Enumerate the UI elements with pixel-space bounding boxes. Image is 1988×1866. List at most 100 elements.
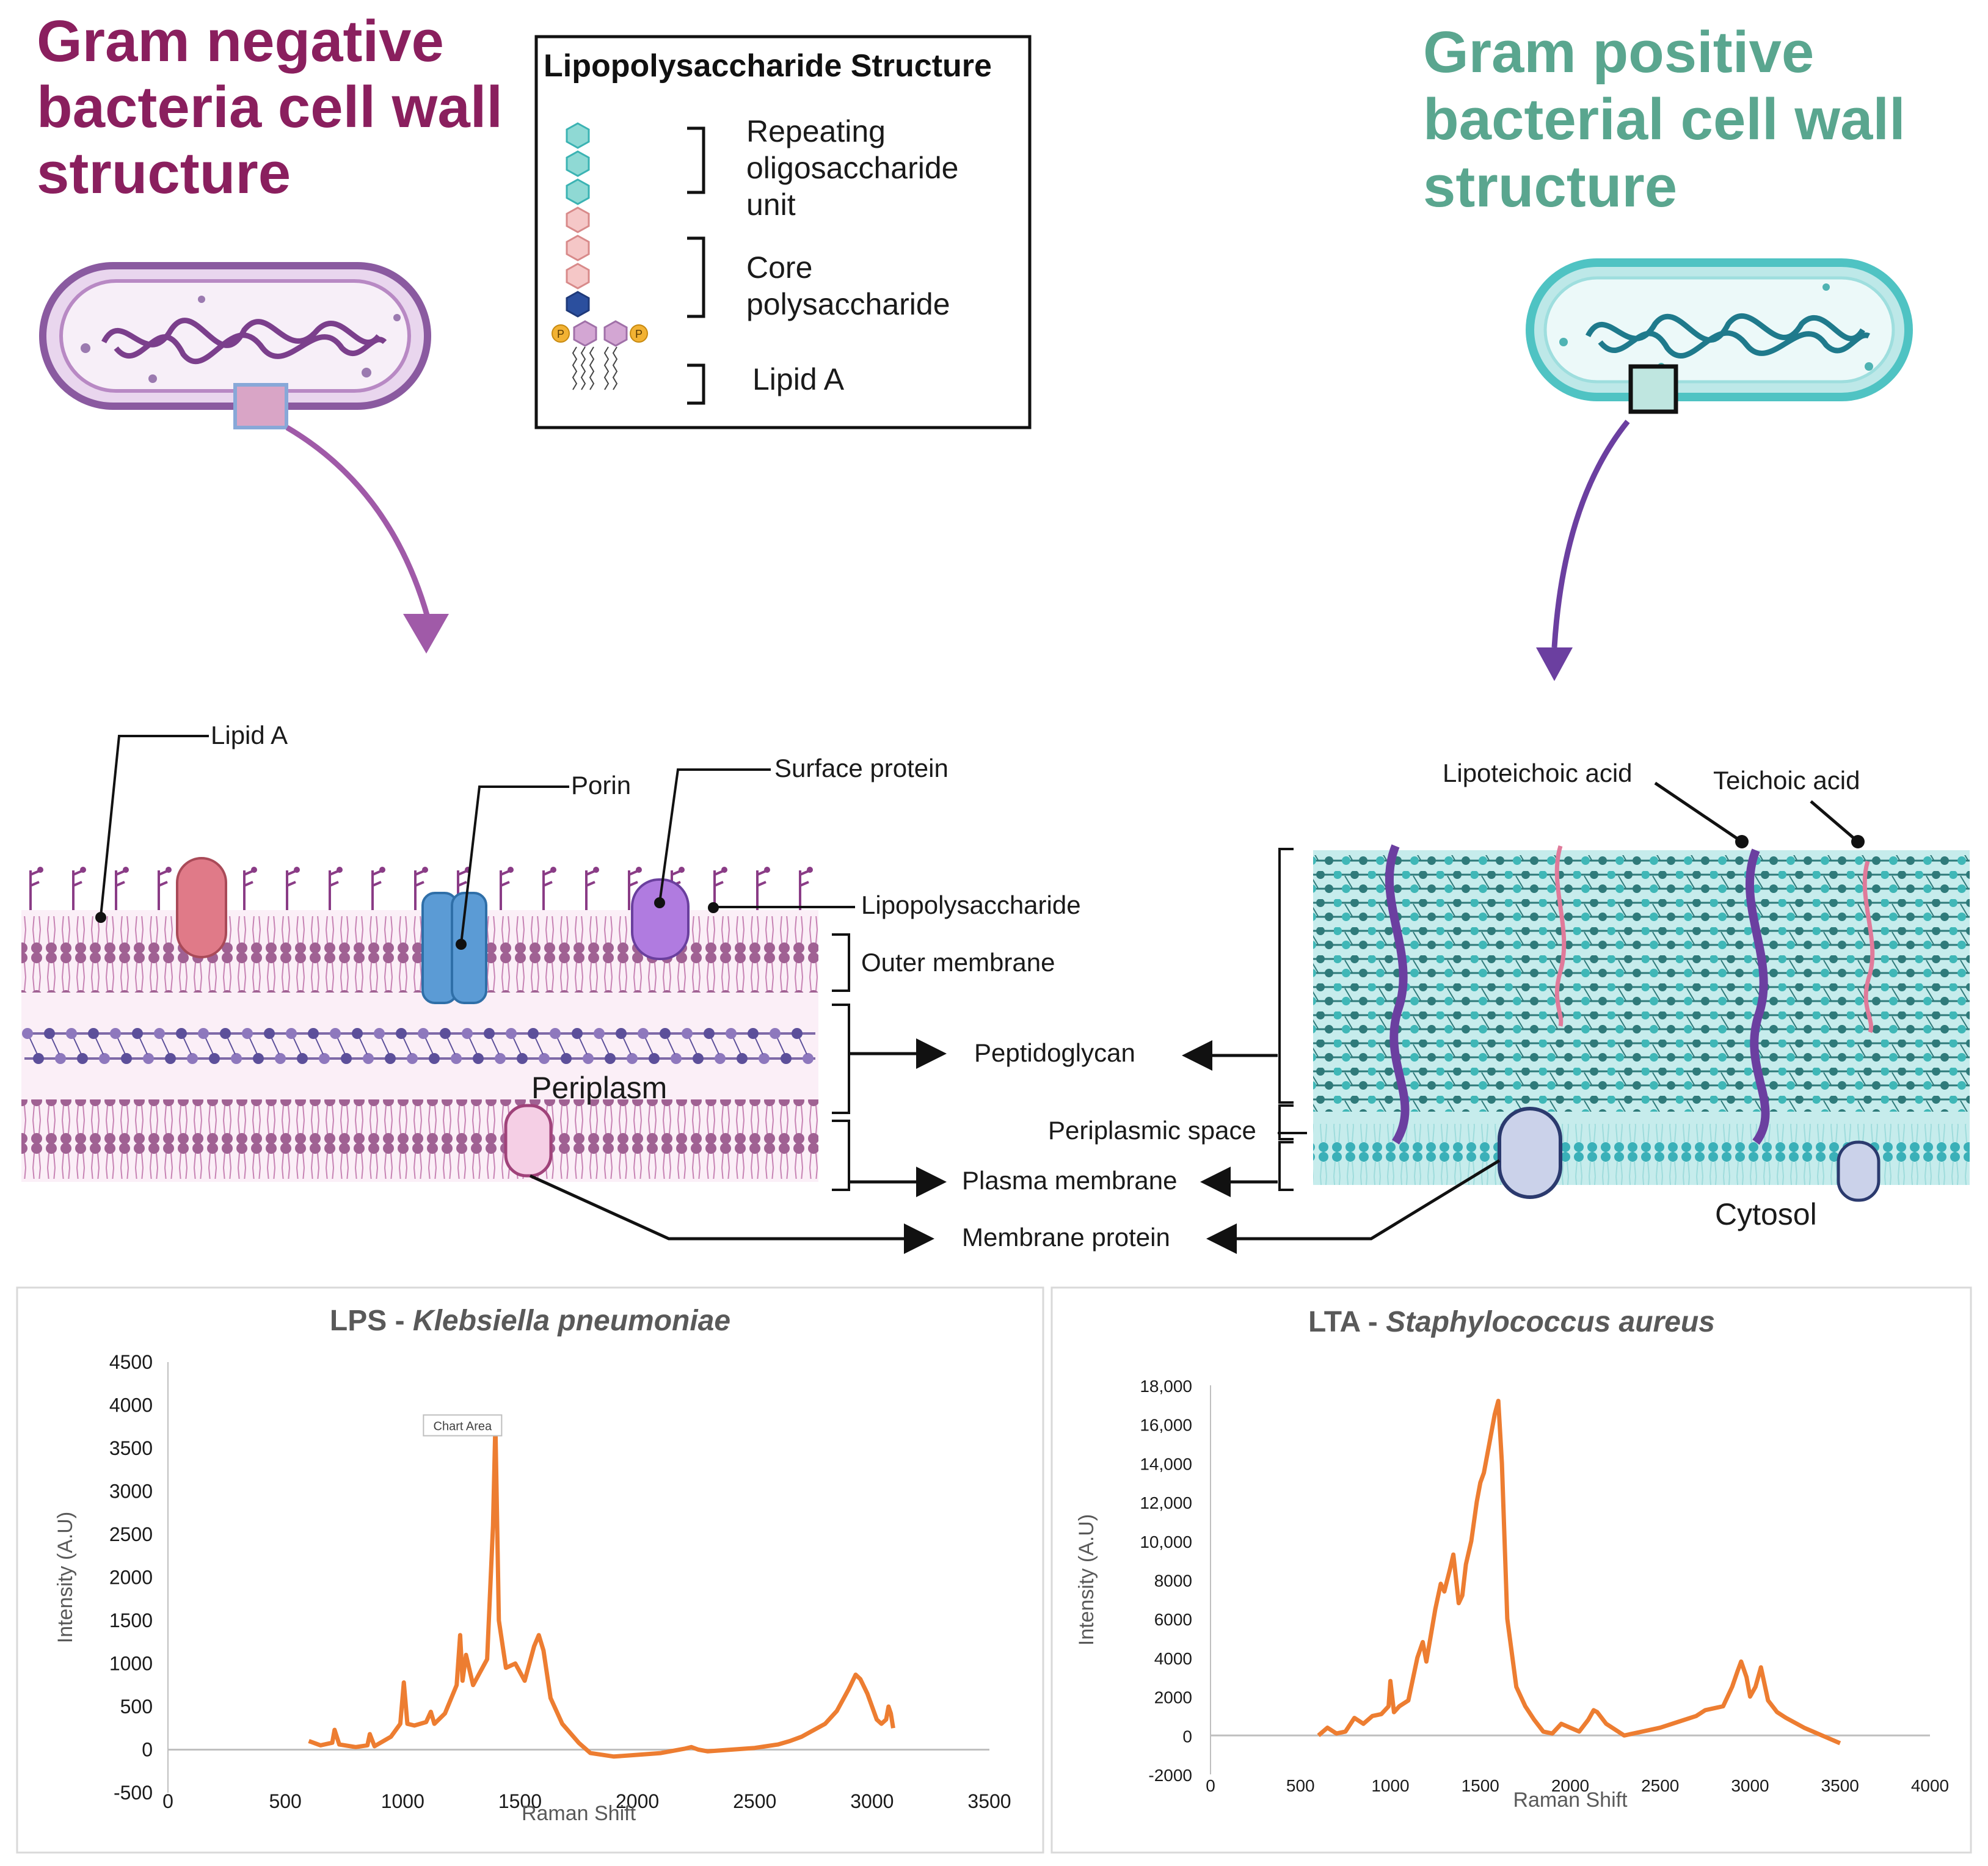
y-tick-label: 500 [120, 1696, 153, 1718]
lps-chart-frame [16, 1286, 1044, 1854]
y-tick-label: 16,000 [1140, 1416, 1192, 1435]
pg-bead [737, 1053, 748, 1064]
lta-chart-frame [1050, 1286, 1972, 1854]
pg-bead [22, 1028, 33, 1039]
pg-bead [594, 1028, 605, 1039]
spectrum-line [1317, 1399, 1841, 1746]
pg-bead [187, 1053, 198, 1064]
bracket-plasma-neg [832, 1120, 850, 1191]
x-tick-label: 1500 [1462, 1776, 1499, 1795]
gram-positive-title-line-2: bacterial cell wall [1423, 87, 1906, 152]
x-tick-label: 3500 [967, 1790, 1011, 1812]
y-tick-label: 3500 [109, 1437, 153, 1459]
repeating-line-3: unit [746, 188, 796, 222]
bracket-peptidoglycan-pos [1278, 848, 1294, 1104]
pg-bead [704, 1028, 715, 1039]
pg-crosslink [139, 1038, 148, 1055]
chart-area-tooltip-text: Chart Area [434, 1420, 492, 1434]
pg-bead [539, 1053, 550, 1064]
y-axis-title: Intensity (A.U) [54, 1512, 77, 1643]
label-porin: Porin [571, 771, 631, 800]
y-tick-label: 2000 [1154, 1688, 1192, 1707]
lps-stick-end [37, 867, 43, 873]
gram-negative-cell-icon [39, 262, 431, 429]
bracket-plasma-pos [1278, 1141, 1294, 1191]
label-lipoteichoic-acid: Lipoteichoic acid [1443, 759, 1633, 787]
bracket-outer-membrane [832, 933, 850, 992]
pg-bead [726, 1028, 737, 1039]
pg-bead [638, 1028, 649, 1039]
pg-crosslink [711, 1038, 719, 1055]
pg-bead [231, 1053, 242, 1064]
lps-stick [542, 870, 553, 910]
gram-positive-cell-icon [1526, 258, 1913, 414]
gram-negative-peptidoglycan [22, 1028, 814, 1064]
pg-crosslink [359, 1038, 368, 1055]
x-tick-label: 1000 [381, 1790, 424, 1812]
leader-lipid-a [100, 735, 209, 917]
pg-bead [418, 1028, 429, 1039]
pg-bead [517, 1053, 528, 1064]
lps-stick-end [337, 867, 343, 873]
pg-crosslink [73, 1038, 82, 1055]
cytosol-protein [1837, 1140, 1881, 1202]
lps-box-title: Lipopolysaccharide Structure [544, 48, 992, 84]
pg-bead [484, 1028, 495, 1039]
repeating-line-2: oligosaccharide [746, 151, 958, 185]
gram-positive-title-line-3: structure [1423, 154, 1677, 219]
label-outer-membrane: Outer membrane [861, 948, 1055, 977]
y-tick-label: 0 [142, 1739, 153, 1761]
pg-bead [374, 1028, 385, 1039]
leader-lipid-a-dot [95, 912, 106, 923]
lps-stick-end [422, 867, 428, 873]
lta-chart-title-prefix: LTA - [1308, 1306, 1386, 1338]
core-line-2: polysaccharide [746, 287, 950, 321]
pg-bead [363, 1053, 374, 1064]
x-tick-label: 3500 [1821, 1776, 1859, 1795]
lps-stick [628, 870, 638, 910]
lps-structure-box: Lipopolysaccharide Structure P P Repeati… [534, 35, 1032, 429]
lps-stick [72, 870, 82, 910]
label-cytosol: Cytosol [1715, 1197, 1817, 1231]
pg-bead [506, 1028, 517, 1039]
x-tick-label: 2500 [733, 1790, 776, 1812]
lipoteichoic-acid-left [1385, 844, 1410, 1145]
pg-bead [385, 1053, 396, 1064]
repeating-line-1: Repeating [746, 114, 886, 148]
pg-crosslink [161, 1038, 170, 1055]
y-tick-label: -2000 [1148, 1766, 1192, 1785]
leader-teichoic [1810, 800, 1859, 843]
pg-crosslink [623, 1038, 632, 1055]
pg-bead [759, 1053, 770, 1064]
pg-crosslink [777, 1038, 785, 1055]
pg-bead [561, 1053, 572, 1064]
y-tick-label: 1500 [109, 1609, 153, 1631]
lps-stick-end [123, 867, 129, 873]
lps-stick-end [764, 867, 770, 873]
x-tick-label: 3000 [850, 1790, 894, 1812]
pg-bead [99, 1053, 110, 1064]
pg-crosslink [425, 1038, 434, 1055]
leader-surface-protein-dot [654, 897, 665, 908]
pg-bead [396, 1028, 407, 1039]
lps-stick [414, 870, 424, 910]
pg-crosslink [51, 1038, 60, 1055]
y-tick-label: 3000 [109, 1481, 153, 1503]
pg-bead [154, 1028, 165, 1039]
pg-crosslink [381, 1038, 390, 1055]
membrane-protein-pos [1498, 1107, 1562, 1199]
lps-stick-end [294, 867, 300, 873]
phosphate-left-label: P [557, 328, 564, 340]
pg-bead [110, 1028, 121, 1039]
lps-stick [585, 870, 595, 910]
x-tick-label: 2000 [1551, 1776, 1589, 1795]
surface-protein [631, 878, 690, 960]
lps-stick [286, 870, 296, 910]
pg-bead [649, 1053, 660, 1064]
label-periplasm: Periplasm [531, 1071, 667, 1105]
pg-crosslink [733, 1038, 741, 1055]
lps-stick-end [80, 867, 86, 873]
label-periplasmic-space: Periplasmic space [1048, 1116, 1256, 1145]
y-tick-label: 4000 [1154, 1649, 1192, 1668]
